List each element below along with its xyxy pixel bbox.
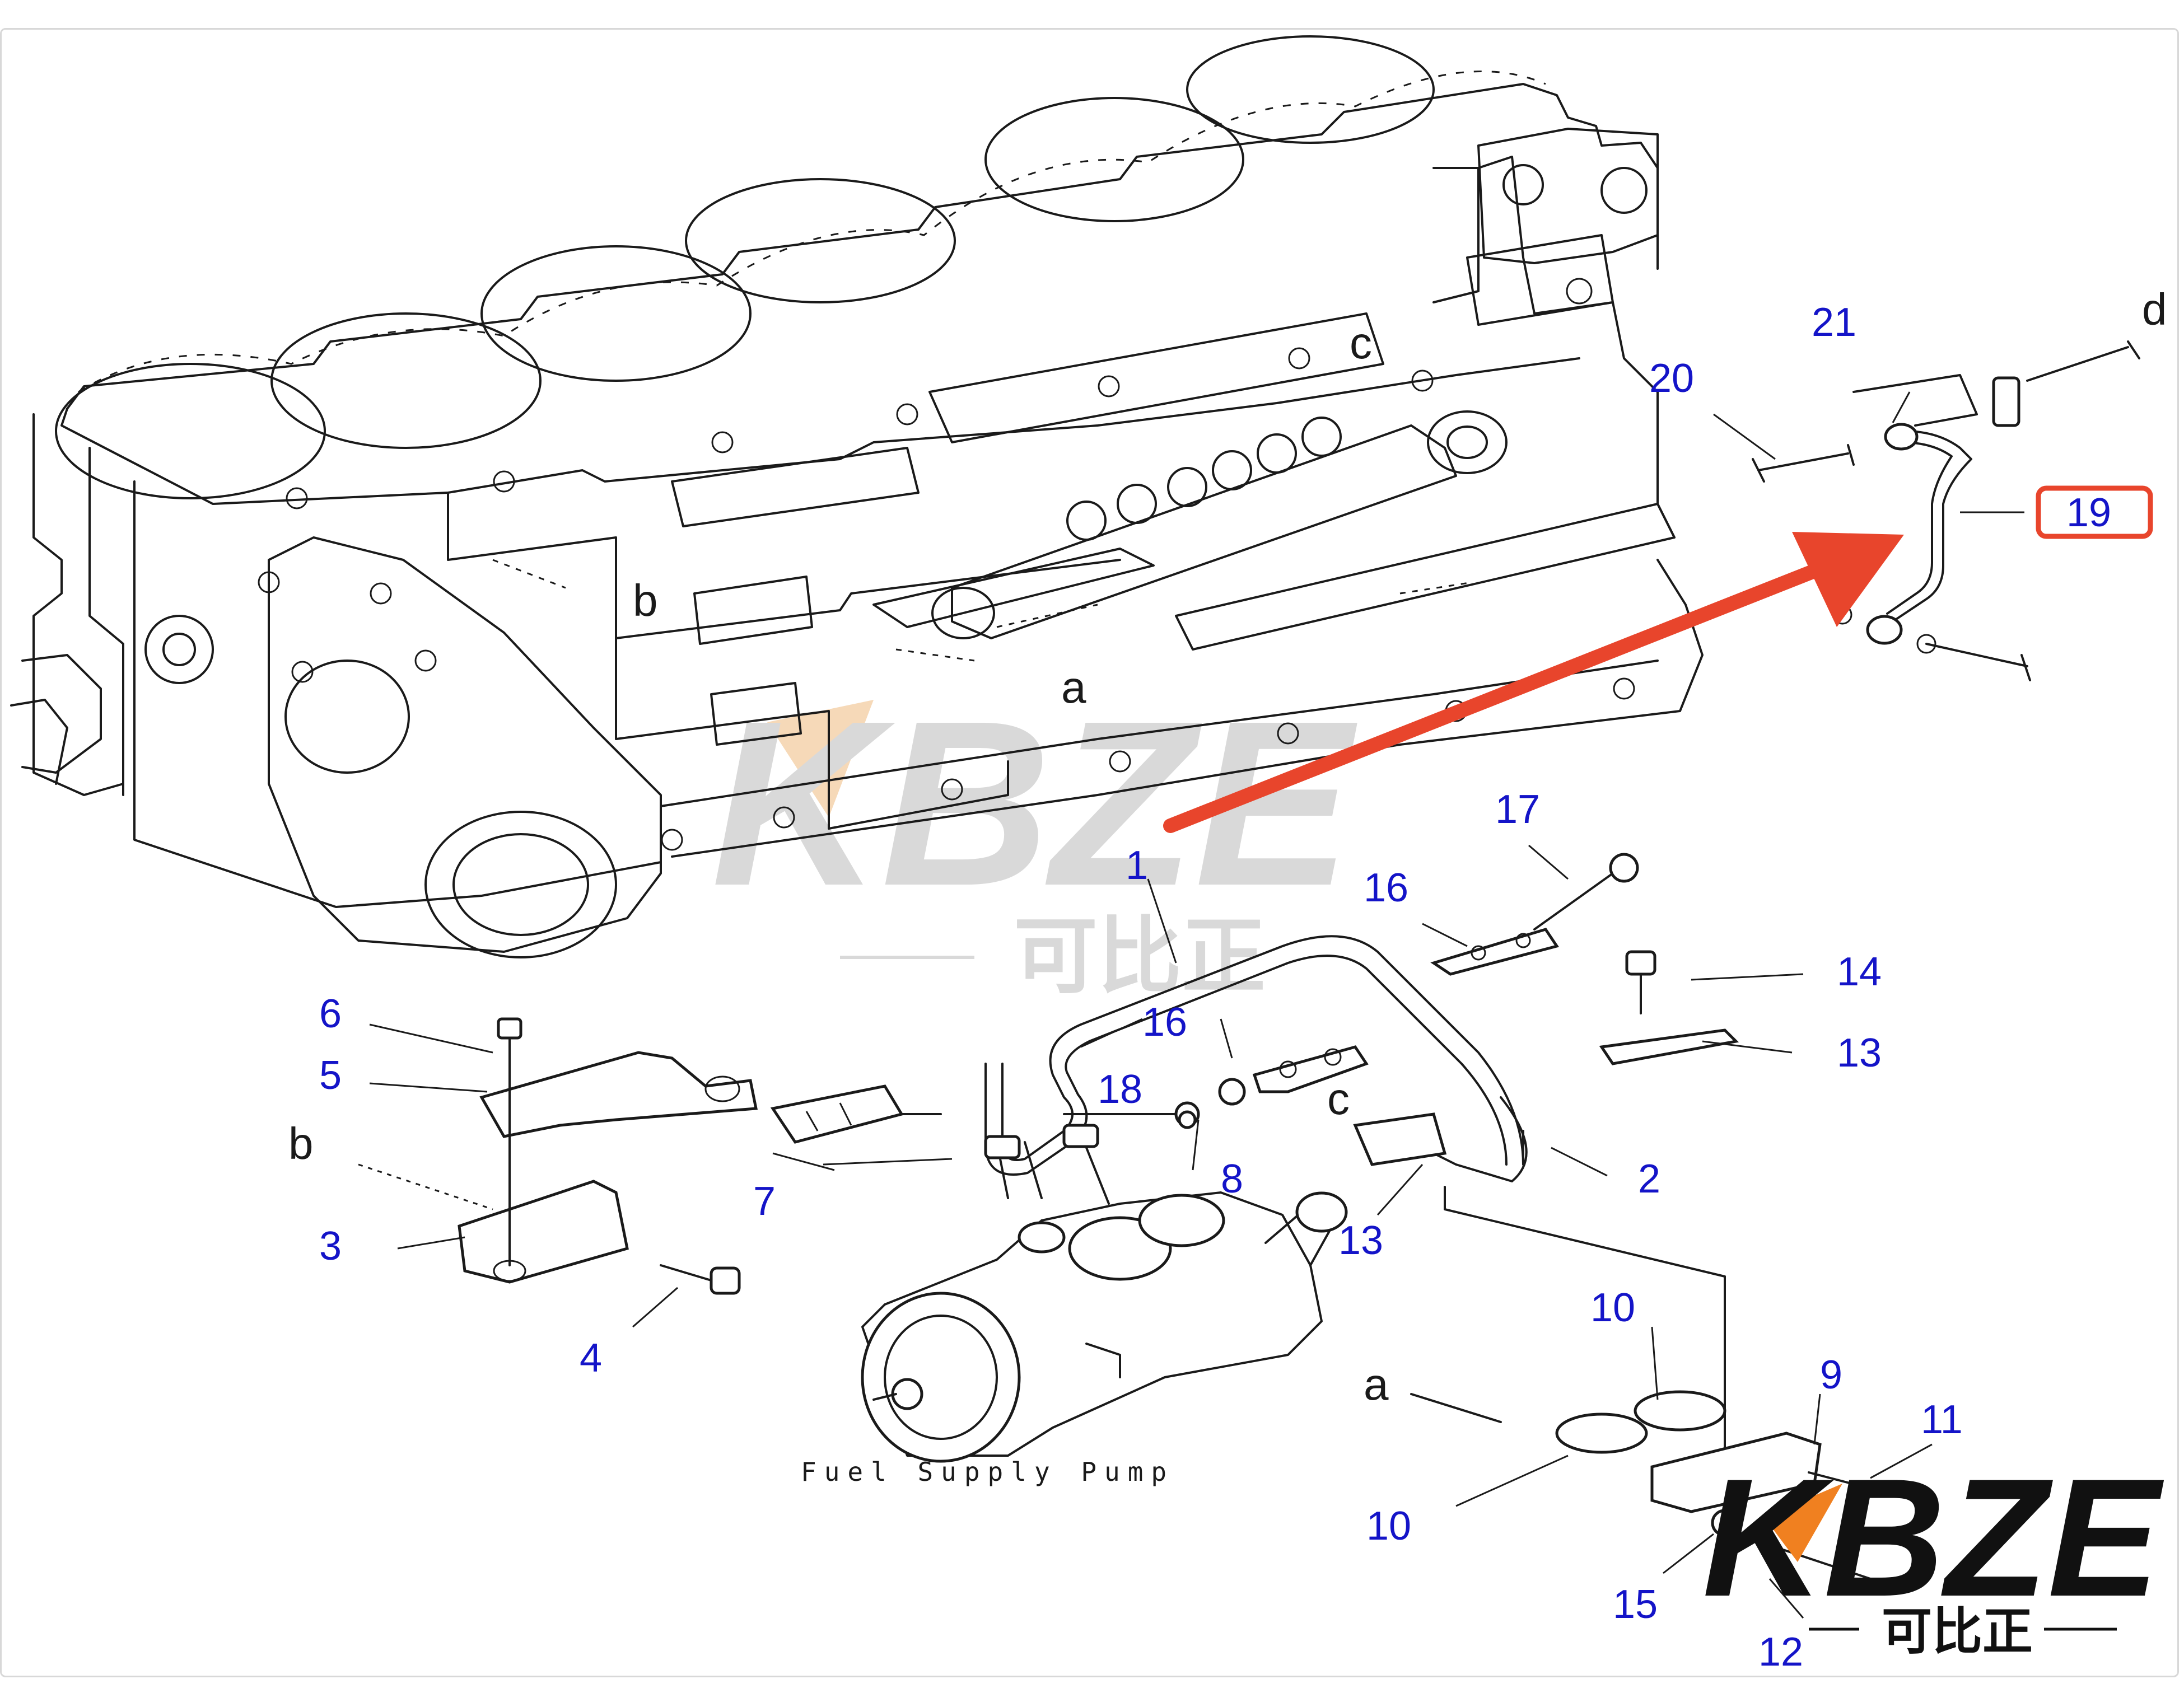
callout-1: 1 (1126, 843, 1148, 888)
callout-10-lower: 10 (1366, 1504, 1411, 1549)
callouts: 1 2 3 4 5 6 7 8 9 10 10 11 12 13 13 14 1… (319, 300, 2111, 1675)
callout-19: 19 (2066, 490, 2111, 535)
logo-accent (1764, 1484, 1842, 1562)
fuel-supply-pump-assembly (358, 853, 1939, 1580)
view-ref-b-upper: b (633, 576, 658, 625)
view-ref-a-lower: a (1364, 1359, 1389, 1409)
callout-4: 4 (580, 1336, 602, 1381)
image-frame (0, 28, 2179, 1677)
callout-13-right: 13 (1837, 1031, 1882, 1075)
common-rail (872, 410, 1676, 651)
callout-20: 20 (1649, 356, 1694, 401)
callout-15: 15 (1613, 1582, 1658, 1627)
callout-17: 17 (1495, 787, 1540, 832)
callout-19-highlight-box (2036, 485, 2153, 539)
view-ref-a-upper: a (1061, 662, 1086, 712)
callout-12: 12 (1758, 1630, 1803, 1675)
callout-10-upper: 10 (1590, 1285, 1635, 1330)
callout-5: 5 (319, 1053, 342, 1098)
callout-9: 9 (1820, 1353, 1842, 1397)
callout-13-lower: 13 (1338, 1218, 1383, 1263)
part-19-fuel-pipe (1752, 340, 2140, 681)
logo-chinese: 可比正 (1882, 1602, 2033, 1661)
view-ref-b-lower: b (288, 1119, 314, 1168)
kbze-logo: KBZE 可比正 (1702, 1443, 2166, 1661)
view-ref-c-lower: c (1327, 1074, 1350, 1124)
view-ref-d: d (2142, 284, 2167, 334)
callout-7: 7 (753, 1179, 776, 1224)
callout-11: 11 (1921, 1397, 1963, 1442)
center-watermark: KBZE 可比正 (711, 672, 1360, 1005)
pump-caption: Fuel Supply Pump (801, 1457, 1174, 1487)
callout-3: 3 (319, 1224, 342, 1269)
callout-2: 2 (1638, 1157, 1660, 1201)
callout-leaders (369, 391, 1933, 1619)
callout-16-lower: 16 (1142, 1000, 1187, 1045)
logo-brand: KBZE (1702, 1443, 2166, 1631)
view-references: a a b b c c d (288, 284, 2167, 1409)
view-ref-c-upper: c (1350, 318, 1372, 368)
callout-6: 6 (319, 992, 342, 1036)
engine-block (10, 35, 1704, 958)
callout-16-upper: 16 (1364, 866, 1408, 910)
callout-8: 8 (1221, 1157, 1243, 1201)
watermark-chinese: 可比正 (1014, 908, 1266, 1005)
callout-14: 14 (1837, 950, 1882, 994)
callout-21: 21 (1812, 300, 1856, 345)
highlight-arrow (1163, 532, 1904, 833)
watermark-accent (767, 700, 874, 817)
callout-18: 18 (1098, 1067, 1142, 1112)
